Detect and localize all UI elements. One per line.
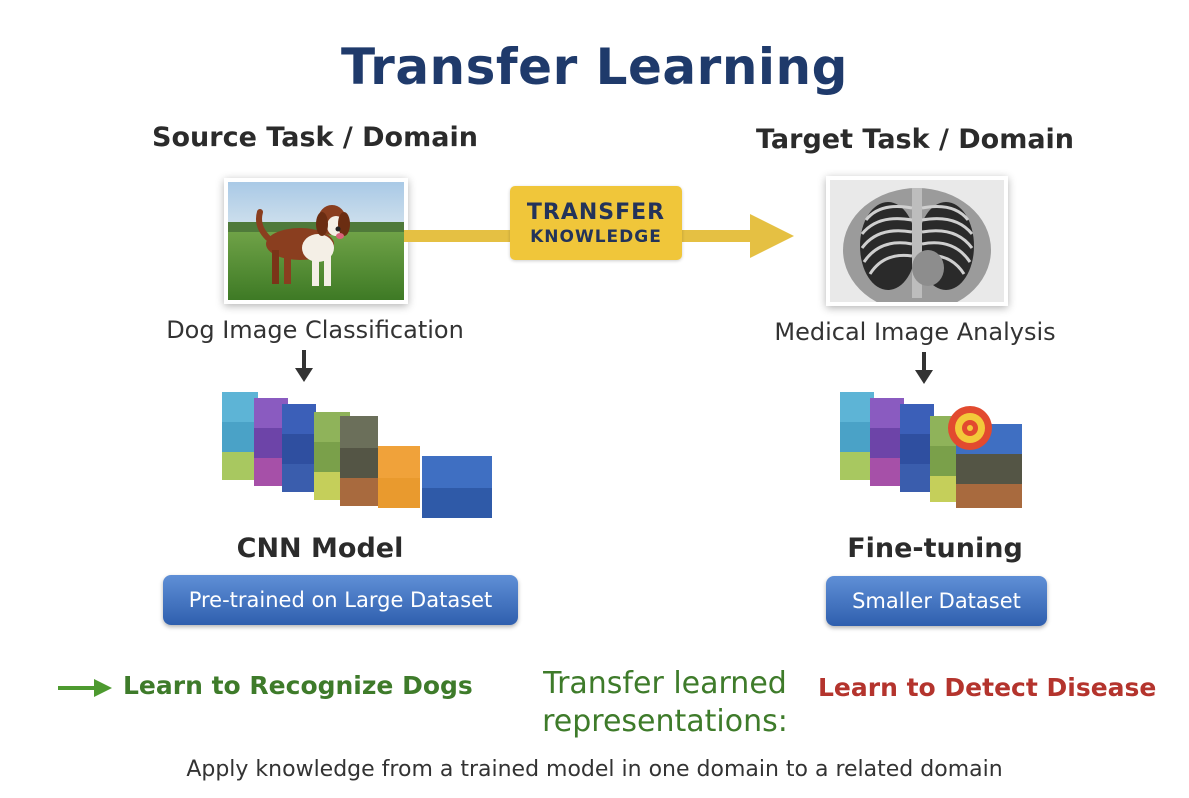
dog-photo [224, 178, 408, 304]
target-icon [948, 406, 992, 450]
down-arrow-icon [295, 350, 313, 382]
transfer-representations: Transfer learned representations: [520, 665, 810, 741]
source-caption: Dog Image Classification [166, 316, 464, 344]
learn-target-label: Learn to Detect Disease [818, 673, 1157, 702]
footer-description: Apply knowledge from a trained model in … [186, 757, 1003, 782]
transfer-knowledge-badge: TRANSFER KNOWLEDGE [510, 186, 682, 260]
target-heading: Target Task / Domain [755, 124, 1075, 155]
page-title: Transfer Learning [341, 38, 848, 96]
cnn-model-blocks [222, 392, 492, 518]
transfer-line2: KNOWLEDGE [530, 226, 662, 247]
transfer-representations-line1: Transfer learned [543, 666, 787, 701]
transfer-representations-line2: representations: [542, 704, 788, 739]
down-arrow-icon [915, 352, 933, 384]
target-caption: Medical Image Analysis [774, 318, 1056, 346]
target-dataset-pill: Smaller Dataset [826, 576, 1047, 626]
transfer-line1: TRANSFER [526, 199, 666, 225]
chest-xray [826, 176, 1008, 306]
fine-tuned-model-blocks [840, 392, 1022, 508]
source-dataset-pill: Pre-trained on Large Dataset [163, 575, 518, 625]
green-arrow-icon [58, 679, 112, 697]
source-model-label: CNN Model [236, 533, 404, 564]
learn-source-label: Learn to Recognize Dogs [123, 671, 473, 700]
target-model-label: Fine-tuning [847, 533, 1023, 564]
source-heading: Source Task / Domain [152, 122, 478, 153]
